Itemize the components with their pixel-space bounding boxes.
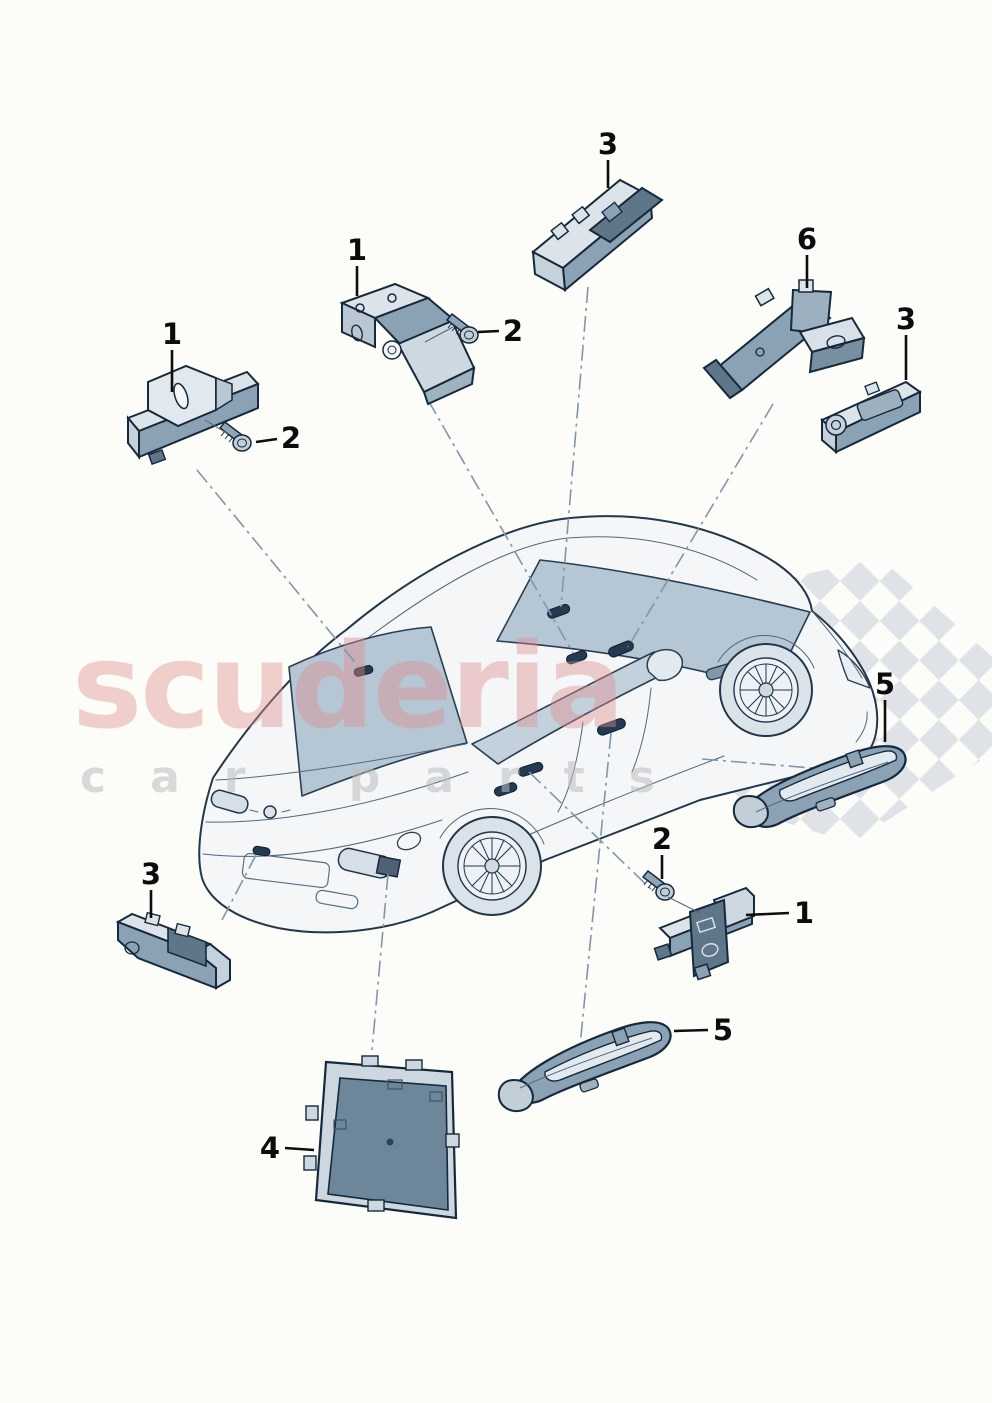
callout-label[interactable]: 1 [794,896,814,930]
antenna-location-markers [252,603,634,857]
rear-wheel [439,807,545,916]
fuel-door [396,831,422,851]
callout-label[interactable]: 2 [281,421,301,455]
callout-label[interactable]: 1 [162,317,182,351]
callout-label[interactable]: 3 [598,127,618,161]
callout-5-bottom[interactable]: 5 [673,1013,733,1047]
callout-label[interactable]: 6 [797,222,817,256]
brand-badge [263,805,277,819]
callout-label[interactable]: 2 [503,314,523,348]
callout-6[interactable]: 6 [797,222,817,288]
part-antenna-bracket-bottomright[interactable] [653,886,755,981]
callout-1-bottomright[interactable]: 1 [745,896,814,930]
callout-label[interactable]: 4 [260,1131,280,1165]
part-bracket-item6[interactable] [702,279,866,400]
watermark-brand: scuderia [72,617,623,755]
callout-label[interactable]: 5 [713,1013,733,1047]
callouts: 1 2 1 2 3 6 3 5 [141,127,916,1165]
watermark-tagline: car parts [80,752,699,803]
part-antenna-bracket-top[interactable] [339,282,476,406]
module-location-marker [375,855,402,878]
taillight-left [210,789,249,814]
part-antenna-module-right[interactable] [820,380,922,455]
exhaust [315,889,359,910]
rear-window [288,626,468,797]
callout-label[interactable]: 5 [875,667,895,701]
location-lines [196,286,813,1051]
callout-label[interactable]: 3 [896,302,916,336]
callout-3-top[interactable]: 3 [598,127,618,188]
callout-label[interactable]: 1 [347,233,367,267]
callout-2-left[interactable]: 2 [255,421,301,455]
callout-label[interactable]: 3 [141,857,161,891]
part-door-handle-bottom[interactable] [497,1021,672,1113]
callout-1-top[interactable]: 1 [347,233,367,296]
part-antenna-module-left[interactable] [126,364,260,466]
part-door-handle-right[interactable] [732,745,907,829]
callout-5-right[interactable]: 5 [875,667,895,742]
part-antenna-module-roof[interactable] [531,178,664,292]
callout-2-bottom[interactable]: 2 [652,822,672,879]
car-illustration [198,515,879,934]
front-wheel [717,635,815,737]
plate-recess [241,852,331,889]
callout-label[interactable]: 2 [652,822,672,856]
wing-mirror [646,648,684,682]
callout-3-right[interactable]: 3 [896,302,916,380]
callout-3-bottomleft[interactable]: 3 [141,857,161,918]
part-antenna-module-bottomleft[interactable] [115,911,231,990]
callout-2-top[interactable]: 2 [477,314,523,348]
callout-1-left[interactable]: 1 [162,317,182,392]
part-control-module[interactable] [303,1055,460,1220]
callout-4[interactable]: 4 [260,1131,315,1165]
